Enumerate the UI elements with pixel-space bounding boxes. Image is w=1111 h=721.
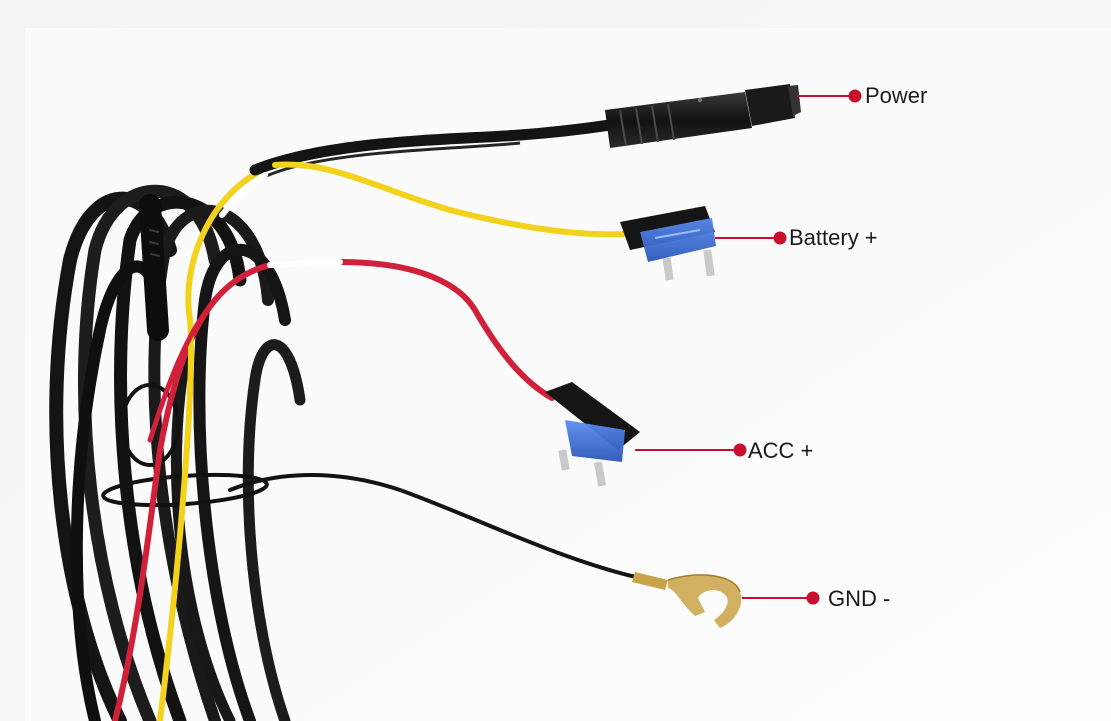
battery-fuse-tap	[620, 206, 716, 281]
acc-label: ACC +	[748, 438, 814, 463]
gnd-leader-dot	[806, 591, 820, 605]
gnd-wire	[228, 473, 642, 580]
battery-wire	[219, 161, 628, 238]
white-backdrop	[25, 28, 1111, 721]
acc-wire	[267, 259, 555, 401]
acc-leader-dot	[733, 443, 747, 457]
battery-leader-dot	[773, 231, 787, 245]
battery-label: Battery +	[789, 225, 878, 250]
power-label: Power	[865, 83, 928, 108]
gnd-fork-terminal	[632, 572, 742, 628]
callout-lines	[635, 89, 862, 605]
coil-colored-wires	[112, 162, 278, 721]
gnd-label: GND -	[828, 586, 891, 611]
acc-fuse-tap	[545, 382, 640, 487]
power-leader-dot	[848, 89, 862, 103]
power-lead	[249, 84, 801, 180]
